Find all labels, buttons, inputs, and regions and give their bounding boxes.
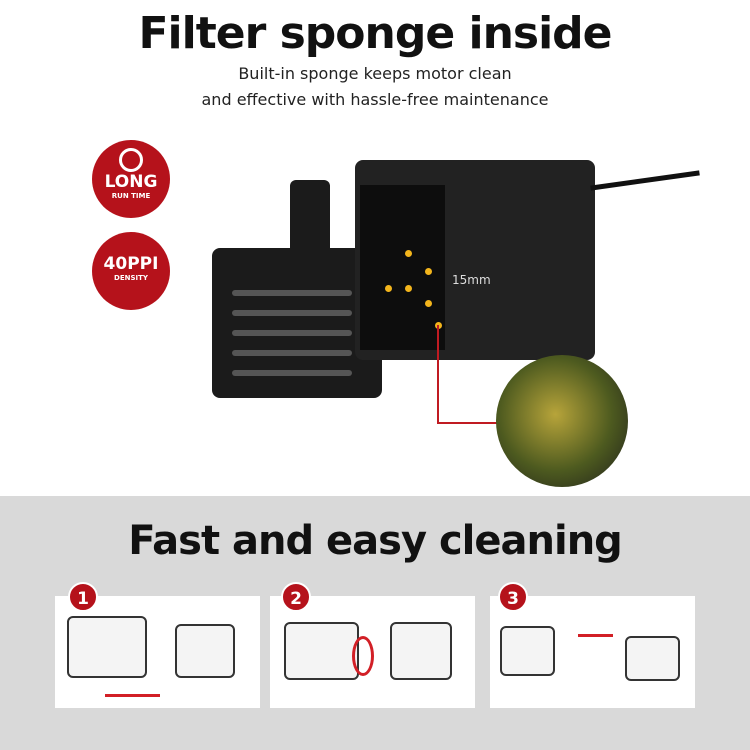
step-card-1 [55, 596, 260, 708]
step-number-3: 3 [498, 582, 528, 612]
subtitle-line-2: and effective with hassle-free maintenan… [201, 90, 549, 109]
sponge-closeup-image [496, 355, 628, 487]
step-number-2: 2 [281, 582, 311, 612]
step-card-3 [490, 596, 695, 708]
density-badge: 40PPI DENSITY [92, 232, 170, 310]
measurement-label: 15mm [452, 273, 491, 287]
step-number-1: 1 [68, 582, 98, 612]
long-runtime-badge: LONG RUN TIME [92, 140, 170, 218]
clock-icon [119, 148, 143, 172]
page-title: Filter sponge inside [138, 8, 612, 59]
badge-sublabel: DENSITY [114, 274, 148, 282]
badge-sublabel: RUN TIME [111, 192, 151, 200]
badge-label: 40PPI [103, 254, 159, 274]
cleaning-title: Fast and easy cleaning [128, 518, 623, 564]
badge-label: LONG [104, 172, 158, 192]
subtitle-line-1: Built-in sponge keeps motor clean [238, 64, 512, 83]
step-card-2 [270, 596, 475, 708]
